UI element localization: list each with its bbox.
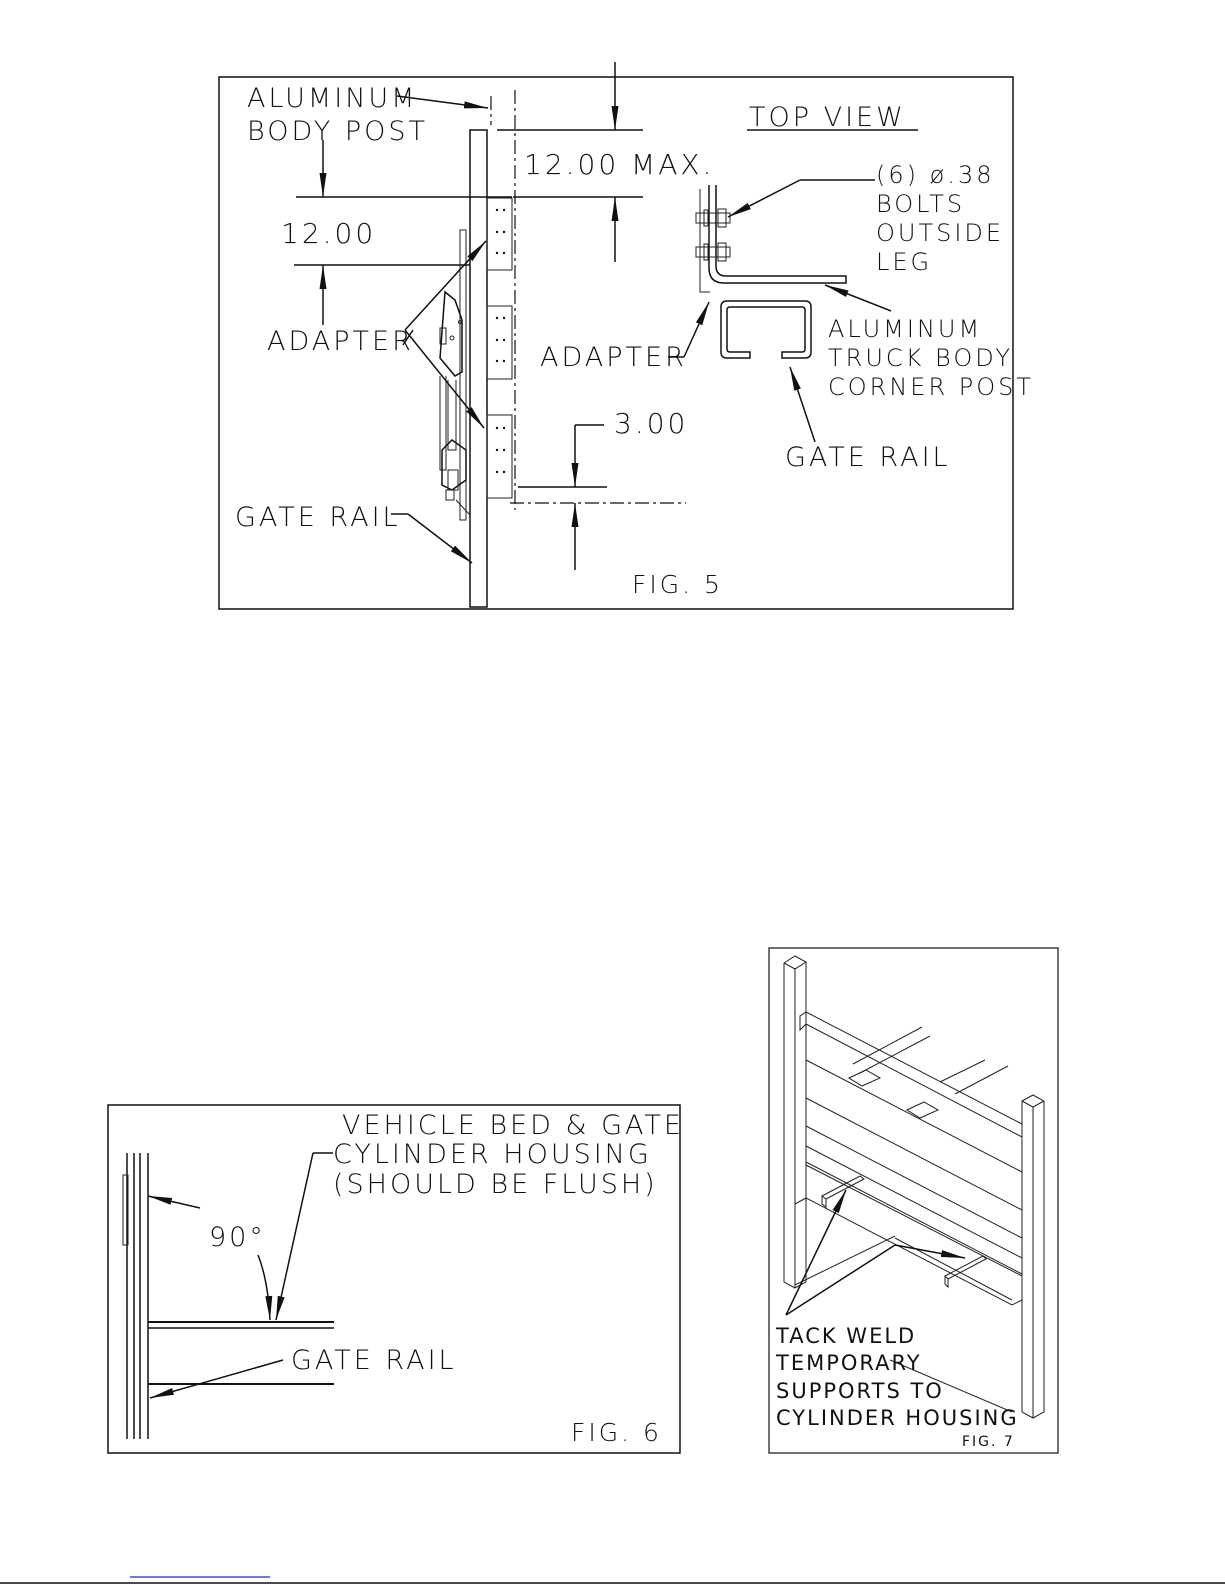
fig5-label-body-post: BODY POST: [247, 116, 428, 147]
fig6-panel: VEHICLE BED & GATE CYLINDER HOUSING (SHO…: [108, 1105, 684, 1453]
fig5-dim-12-max: 12.00 MAX.: [524, 148, 714, 181]
fig6-label-line2: CYLINDER HOUSING: [333, 1139, 652, 1170]
fig5-dim-12: 12.00: [281, 217, 376, 250]
fig7-isometric-bed: [784, 956, 1044, 1418]
fig5-dim-3: 3.00: [614, 407, 688, 440]
fig7-label-line1: TACK WELD: [775, 1324, 916, 1348]
fig7-panel: TACK WELD TEMPORARY SUPPORTS TO CYLINDER…: [769, 948, 1058, 1453]
fig5-body-post: [470, 130, 487, 607]
fig5-label-top-view: TOP VIEW: [749, 102, 906, 133]
fig7-caption: FIG. 7: [962, 1434, 1015, 1450]
fig6-label-angle: 90°: [209, 1222, 266, 1253]
fig5-adapter-angle: [709, 185, 846, 283]
fig5-adapter-plate-bot: [487, 415, 512, 498]
fig6-label-line1: VEHICLE BED & GATE: [342, 1110, 684, 1141]
fig5-label-bolts-1: (6) ø.38: [876, 161, 994, 189]
fig6-label-gate-rail: GATE RAIL: [291, 1345, 457, 1376]
fig5-bolts: [696, 209, 730, 261]
fig6-caption: FIG. 6: [571, 1418, 662, 1447]
fig5-label-bolts-3: OUTSIDE: [876, 219, 1004, 247]
fig5-panel: ALUMINUM BODY POST 12.00 12.00 MAX. ADAP…: [219, 62, 1034, 609]
fig7-border: [769, 948, 1058, 1453]
fig7-label-line3: SUPPORTS TO: [776, 1379, 944, 1403]
fig5-adapter-plate-top: [487, 198, 512, 270]
fig5-caption: FIG. 5: [632, 570, 723, 599]
fig5-label-corner-post-1: ALUMINUM: [828, 315, 982, 343]
fig5-label-adapter-right: ADAPTER: [540, 342, 687, 373]
fig6-bed: [148, 1322, 334, 1328]
fig5-label-adapter-left: ADAPTER: [267, 326, 414, 357]
fig5-label-gate-rail-left: GATE RAIL: [235, 502, 401, 533]
fig5-gate-mechanism: [440, 230, 470, 520]
fig5-label-bolts-4: LEG: [876, 248, 932, 276]
fig5-label-gate-rail-right: GATE RAIL: [785, 442, 951, 473]
fig7-label-line2: TEMPORARY: [775, 1351, 922, 1375]
fig5-label-aluminum: ALUMINUM: [247, 83, 417, 114]
fig6-body-post: [123, 1153, 148, 1439]
fig5-adapter-plate-mid: [487, 306, 512, 379]
fig6-label-line3: (SHOULD BE FLUSH): [333, 1169, 658, 1200]
fig5-label-bolts-2: BOLTS: [876, 190, 965, 218]
fig5-label-corner-post-3: CORNER POST: [828, 373, 1034, 401]
fig7-label-line4: CYLINDER HOUSING: [776, 1406, 1019, 1430]
fig5-label-corner-post-2: TRUCK BODY: [828, 344, 1013, 372]
fig5-corner-post: [721, 301, 811, 358]
